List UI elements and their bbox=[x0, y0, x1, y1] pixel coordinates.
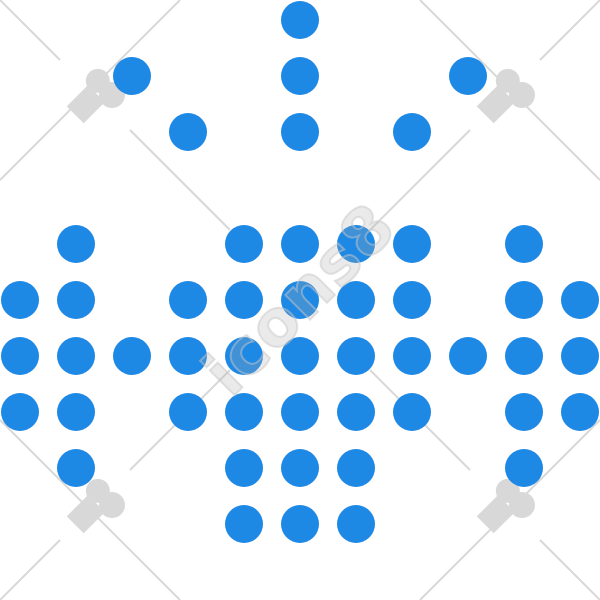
equalizer-dot bbox=[169, 337, 207, 375]
equalizer-dot bbox=[281, 449, 319, 487]
equalizer-dot bbox=[57, 225, 95, 263]
equalizer-dot bbox=[337, 337, 375, 375]
equalizer-dot bbox=[1, 393, 39, 431]
equalizer-dot bbox=[281, 1, 319, 39]
equalizer-dot bbox=[337, 281, 375, 319]
equalizer-dot bbox=[225, 337, 263, 375]
equalizer-dot bbox=[505, 337, 543, 375]
equalizer-dot bbox=[281, 505, 319, 543]
equalizer-dot bbox=[505, 281, 543, 319]
equalizer-dot bbox=[337, 449, 375, 487]
equalizer-dot bbox=[225, 505, 263, 543]
equalizer-dot bbox=[449, 57, 487, 95]
equalizer-dot bbox=[225, 281, 263, 319]
equalizer-dot bbox=[281, 113, 319, 151]
equalizer-dot bbox=[281, 393, 319, 431]
equalizer-dot bbox=[57, 281, 95, 319]
equalizer-dot bbox=[393, 337, 431, 375]
equalizer-dot bbox=[281, 57, 319, 95]
equalizer-dot bbox=[113, 337, 151, 375]
equalizer-dot bbox=[393, 113, 431, 151]
equalizer-dot bbox=[337, 393, 375, 431]
equalizer-dot bbox=[393, 281, 431, 319]
equalizer-dot bbox=[281, 225, 319, 263]
equalizer-dot bbox=[505, 393, 543, 431]
equalizer-dot bbox=[225, 225, 263, 263]
equalizer-dot bbox=[57, 449, 95, 487]
equalizer-dot bbox=[281, 281, 319, 319]
equalizer-dot bbox=[169, 113, 207, 151]
equalizer-dot bbox=[225, 449, 263, 487]
equalizer-dot bbox=[393, 393, 431, 431]
equalizer-dot bbox=[561, 337, 599, 375]
equalizer-dot bbox=[281, 337, 319, 375]
equalizer-dot bbox=[561, 281, 599, 319]
equalizer-dot bbox=[169, 281, 207, 319]
equalizer-dot bbox=[57, 393, 95, 431]
equalizer-dot bbox=[113, 57, 151, 95]
equalizer-dot bbox=[225, 393, 263, 431]
equalizer-dot bbox=[449, 337, 487, 375]
equalizer-dot bbox=[1, 281, 39, 319]
equalizer-dot bbox=[337, 225, 375, 263]
equalizer-dot bbox=[393, 225, 431, 263]
equalizer-dot bbox=[505, 449, 543, 487]
equalizer-dot bbox=[57, 337, 95, 375]
equalizer-dot bbox=[169, 393, 207, 431]
equalizer-dot bbox=[505, 225, 543, 263]
equalizer-dot bbox=[1, 337, 39, 375]
equalizer-dot bbox=[337, 505, 375, 543]
equalizer-dot bbox=[561, 393, 599, 431]
